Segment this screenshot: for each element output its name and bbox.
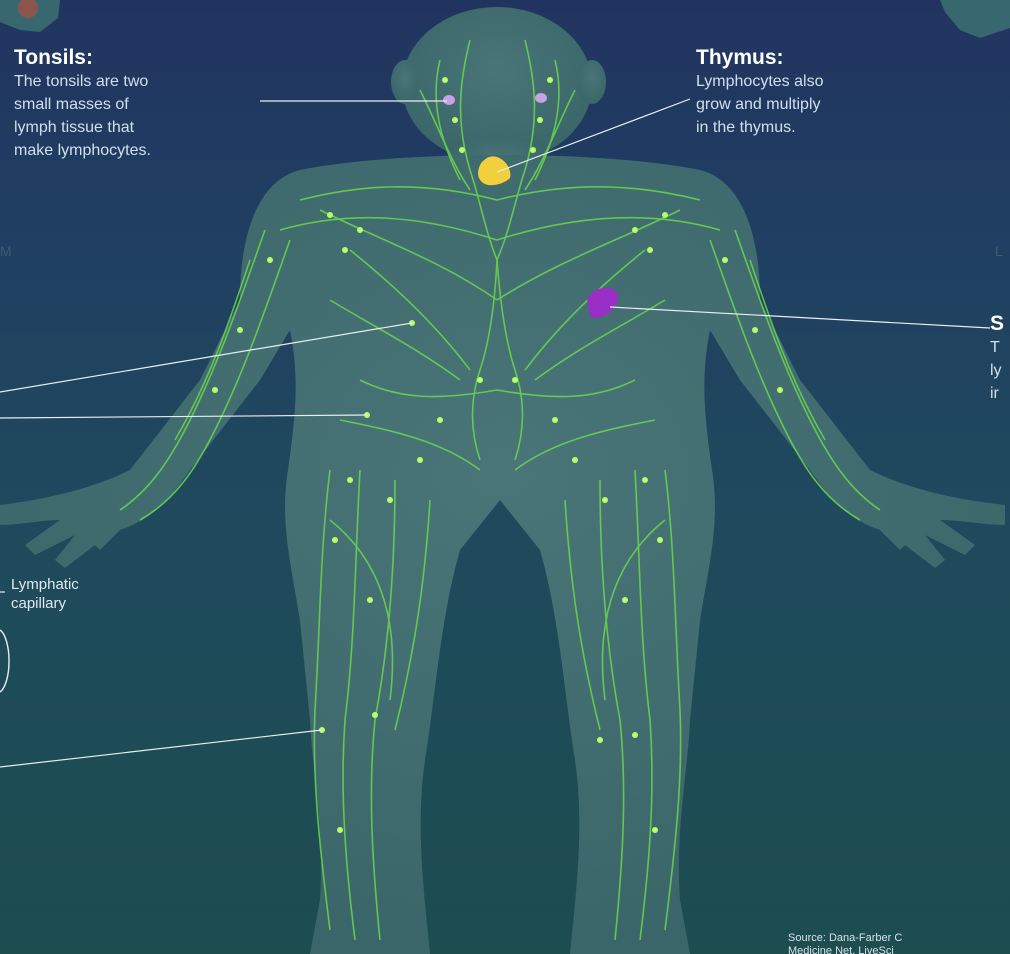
left-leader-line-3 [0, 730, 322, 767]
source-credit: Source: Dana-Farber C Medicine Net, Live… [788, 932, 1010, 954]
right-edge-faded-letter: L [995, 243, 1003, 259]
lymphatic-capillary-callout-circle [0, 630, 9, 692]
corner-hand-top-right [940, 0, 1010, 38]
spleen-title-partial: S [990, 312, 1010, 336]
lymphatic-capillary-label: Lymphatic capillary [11, 575, 79, 613]
thymus-description: Lymphocytes also grow and multiply in th… [696, 70, 976, 139]
corner-hand-top-left [0, 0, 60, 32]
tonsils-description: The tonsils are two small masses of lymp… [14, 70, 304, 162]
thymus-title: Thymus: [696, 46, 784, 70]
tonsils-title: Tonsils: [14, 46, 93, 70]
left-edge-faded-letter: M [0, 243, 12, 259]
spleen-description-partial: T ly ir [990, 336, 1010, 405]
